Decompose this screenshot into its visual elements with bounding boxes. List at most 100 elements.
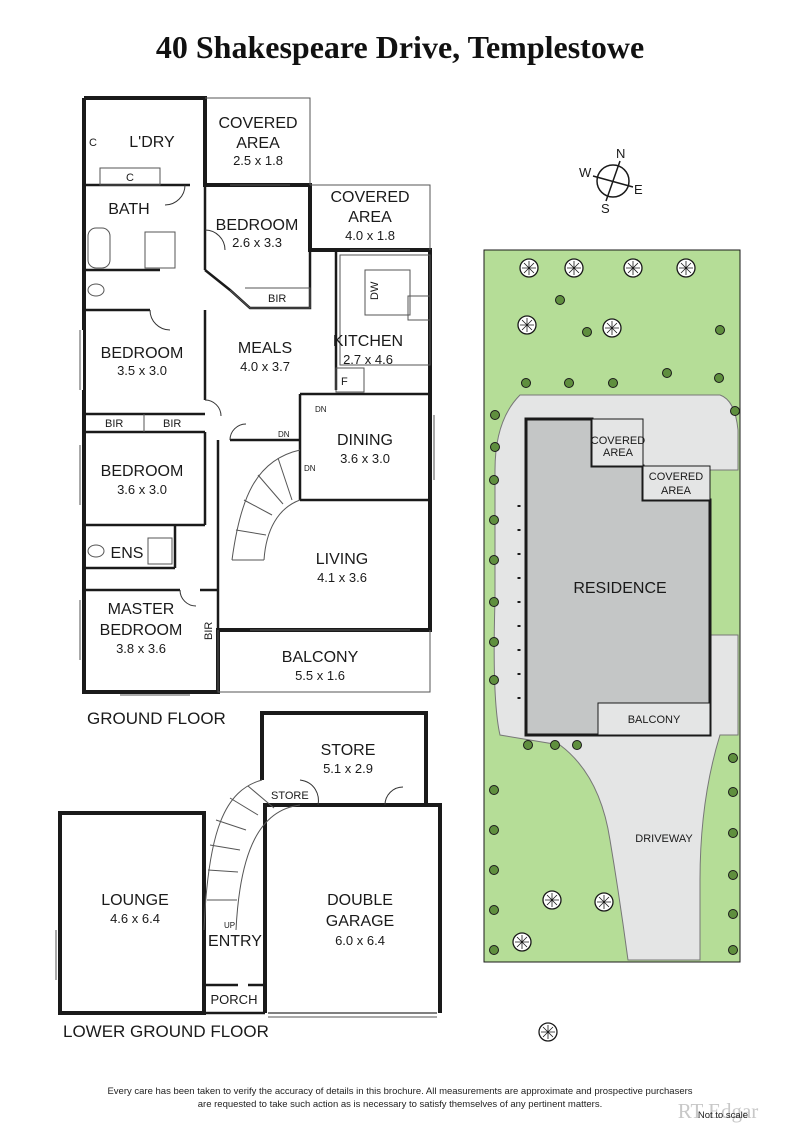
shrub-icon xyxy=(489,515,499,525)
dim-balcony: 5.5 x 1.6 xyxy=(295,668,345,683)
bir-mark-1: BIR xyxy=(268,293,286,305)
site-covered-1b: AREA xyxy=(603,447,634,459)
shrub-icon xyxy=(489,905,499,915)
room-porch: PORCH xyxy=(211,992,258,1007)
c-mark-2: C xyxy=(126,172,134,184)
shrub-icon xyxy=(489,945,499,955)
shrubs xyxy=(489,295,740,955)
room-living: LIVING xyxy=(316,551,368,568)
shrub-icon xyxy=(662,368,672,378)
shrub-icon xyxy=(489,637,499,647)
disclaimer-line-1: Every care has been taken to verify the … xyxy=(107,1086,692,1097)
bir-mark-2: BIR xyxy=(105,418,123,430)
room-balcony: BALCONY xyxy=(282,649,359,666)
dim-bedroom-4: 3.6 x 3.0 xyxy=(117,482,167,497)
room-covered-1b: AREA xyxy=(236,135,280,152)
shrub-icon xyxy=(489,865,499,875)
shrub-icon xyxy=(728,909,738,919)
site-covered-2: COVERED xyxy=(649,471,703,483)
lower-floor-plan: STORE 5.1 x 2.9 STORE LOUNGE 4.6 x 6.4 D… xyxy=(55,711,442,1018)
dim-meals: 4.0 x 3.7 xyxy=(240,359,290,374)
tree-icon-detail xyxy=(605,321,619,335)
shrub-icon xyxy=(489,555,499,565)
compass-w: W xyxy=(579,165,592,180)
shrub-icon xyxy=(714,373,724,383)
compass-icon: N E S W xyxy=(579,146,643,216)
shrub-icon xyxy=(523,740,533,750)
room-bedroom-4: BEDROOM xyxy=(101,463,184,480)
room-covered-2: COVERED xyxy=(330,189,409,206)
ground-floor-label: GROUND FLOOR xyxy=(87,709,226,728)
shrub-icon xyxy=(489,675,499,685)
shrub-icon xyxy=(582,327,592,337)
room-master: MASTER xyxy=(108,601,175,618)
dw-mark: DW xyxy=(369,281,381,300)
not-to-scale: Not to scale xyxy=(698,1110,748,1121)
shrub-icon xyxy=(489,597,499,607)
shrub-icon xyxy=(489,475,499,485)
room-entry: ENTRY xyxy=(208,933,262,950)
site-residence: RESIDENCE xyxy=(573,580,666,597)
room-bedroom-3: BEDROOM xyxy=(101,345,184,362)
dn-mark-3: DN xyxy=(304,464,316,473)
room-store-small: STORE xyxy=(271,790,309,802)
staircase-lower xyxy=(203,779,301,931)
tree-icon-detail xyxy=(520,318,534,332)
room-dining: DINING xyxy=(337,432,393,449)
site-covered-2b: AREA xyxy=(661,485,692,497)
tree-icon-detail xyxy=(626,261,640,275)
dim-store: 5.1 x 2.9 xyxy=(323,761,373,776)
ground-floor-plan: C C L'DRY COVERED AREA 2.5 x 1.8 BATH BE… xyxy=(79,96,435,696)
site-plan: RESIDENCE COVERED AREA COVERED AREA BALC… xyxy=(483,249,741,963)
compass-s: S xyxy=(601,201,610,216)
dim-covered-2: 4.0 x 1.8 xyxy=(345,228,395,243)
shrub-icon xyxy=(564,378,574,388)
staircase xyxy=(231,449,301,561)
dim-kitchen: 2.7 x 4.6 xyxy=(343,352,393,367)
tree-icon-detail xyxy=(522,261,536,275)
dn-mark-2: DN xyxy=(278,430,290,439)
site-driveway: DRIVEWAY xyxy=(635,833,693,845)
trees xyxy=(512,258,696,1042)
room-master-b: BEDROOM xyxy=(100,622,183,639)
dim-bedroom-2: 2.6 x 3.3 xyxy=(232,235,282,250)
brand-logo: RT Edgar xyxy=(678,1099,759,1123)
room-laundry: L'DRY xyxy=(129,134,175,151)
room-lounge: LOUNGE xyxy=(101,892,169,909)
bir-mark-3: BIR xyxy=(163,418,181,430)
room-bath: BATH xyxy=(108,201,149,218)
tree-icon-detail xyxy=(541,1025,555,1039)
dim-garage: 6.0 x 6.4 xyxy=(335,933,385,948)
f-mark: F xyxy=(341,376,348,388)
disclaimer-line-2: are requested to take such action as is … xyxy=(198,1099,602,1110)
room-garage: DOUBLE xyxy=(327,892,393,909)
shrub-icon xyxy=(490,410,500,420)
shrub-icon xyxy=(728,787,738,797)
room-meals: MEALS xyxy=(238,340,292,357)
dim-dining: 3.6 x 3.0 xyxy=(340,451,390,466)
lower-floor-label: LOWER GROUND FLOOR xyxy=(63,1022,269,1041)
room-covered-2b: AREA xyxy=(348,209,392,226)
page-title: 40 Shakespeare Drive, Templestowe xyxy=(156,29,644,65)
tree-icon-detail xyxy=(567,261,581,275)
shrub-icon xyxy=(730,406,740,416)
room-kitchen: KITCHEN xyxy=(333,333,403,350)
site-balcony: BALCONY xyxy=(628,714,681,726)
shrub-icon xyxy=(489,825,499,835)
room-ens: ENS xyxy=(111,545,144,562)
dim-living: 4.1 x 3.6 xyxy=(317,570,367,585)
bir-mark-4: BIR xyxy=(203,622,215,640)
site-covered-1: COVERED xyxy=(591,435,645,447)
shrub-icon xyxy=(555,295,565,305)
shrub-icon xyxy=(728,945,738,955)
dim-lounge: 4.6 x 6.4 xyxy=(110,911,160,926)
tree-icon-detail xyxy=(515,935,529,949)
shrub-icon xyxy=(608,378,618,388)
room-garage-b: GARAGE xyxy=(326,913,394,930)
room-store: STORE xyxy=(321,742,376,759)
shrub-icon xyxy=(728,828,738,838)
dim-master: 3.8 x 3.6 xyxy=(116,641,166,656)
room-bedroom-2: BEDROOM xyxy=(216,217,299,234)
shrub-icon xyxy=(715,325,725,335)
